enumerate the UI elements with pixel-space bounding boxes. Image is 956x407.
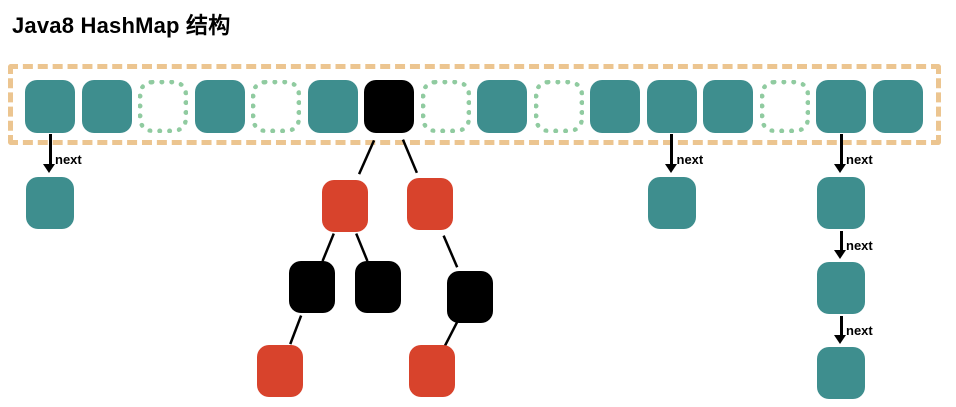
tree-node-LL [289,261,335,313]
page-title: Java8 HashMap 结构 [12,13,231,38]
bucket-cell-10 [590,80,640,133]
tree-node-R [407,178,453,230]
chain-node [647,177,696,229]
bucket-cell-7 [420,80,471,133]
next-arrow-line [839,231,843,251]
next-arrow-label: next [846,238,873,253]
tree-edge [443,321,459,348]
chain-node [817,177,865,229]
bucket-cell-3 [194,80,245,133]
tree-edge [321,233,335,262]
next-arrow-line [670,134,673,165]
tree-node-RR [447,271,493,323]
next-arrow-label: next [846,323,873,338]
bucket-cell-5 [307,80,358,133]
next-arrow-label: next [846,152,873,167]
tree-node-L [322,180,368,232]
bucket-cell-9 [533,80,584,133]
next-arrow-head [664,164,677,173]
bucket-array-border [8,64,941,145]
next-arrow-line [48,134,52,165]
tree-edge [289,315,303,345]
bucket-cell-1 [81,80,132,133]
next-arrow-label: next [676,152,704,167]
bucket-cell-11 [646,80,697,133]
bucket-cell-8 [477,80,527,133]
chain-node [26,177,74,229]
tree-node-LR [355,261,401,313]
next-arrow-label: next [55,152,82,167]
tree-edge [357,139,376,175]
tree-node-RRL [409,345,455,397]
next-arrow-line [839,134,843,165]
chain-node [817,347,865,399]
tree-edge [355,233,369,262]
bucket-cell-2 [138,80,188,133]
next-arrow-head [834,335,846,344]
next-arrow-head [834,164,846,173]
next-arrow-head [43,164,55,173]
bucket-cell-12 [703,80,753,133]
bucket-cell-6 [364,80,414,133]
next-arrow-line [839,316,843,336]
next-arrow-head [834,250,846,259]
bucket-cell-4 [251,80,301,133]
bucket-cell-0 [25,80,75,133]
tree-node-LLL [257,345,303,397]
chain-node [817,262,865,314]
bucket-cell-13 [759,80,810,133]
bucket-cell-14 [816,80,866,133]
tree-edge [442,235,459,268]
bucket-cell-15 [872,80,923,133]
